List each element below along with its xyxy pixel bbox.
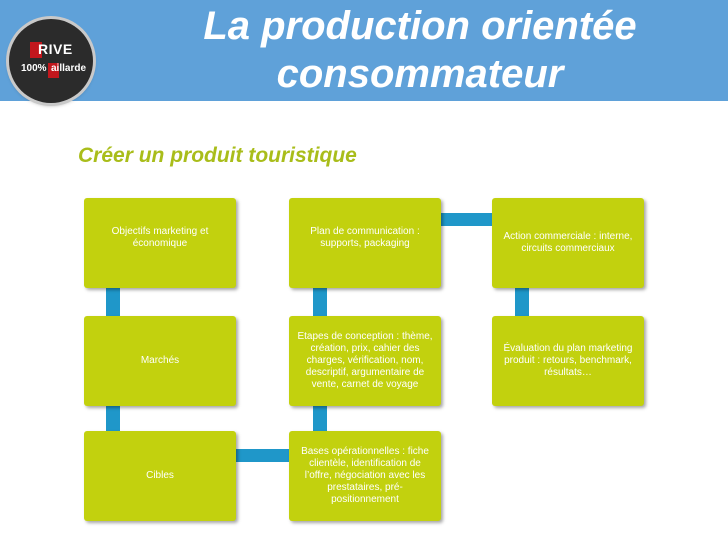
box-etapes-conception: Etapes de conception : thème, création, … (289, 316, 441, 406)
connector-plan-action (437, 213, 495, 226)
section-subtitle: Créer un produit touristique (78, 144, 357, 167)
connector-objectifs-marches (106, 286, 120, 319)
logo-g-mark (48, 63, 59, 78)
box-objectifs-marketing: Objectifs marketing et économique (84, 198, 236, 288)
page-title: La production orientée consommateur (203, 4, 637, 96)
connector-action-evaluation (515, 286, 529, 319)
connector-marches-cibles (106, 402, 120, 434)
box-bases-operationnelles: Bases opérationnelles : fiche clientèle,… (289, 431, 441, 521)
connector-etapes-plan (313, 286, 327, 319)
box-plan-communication: Plan de communication : supports, packag… (289, 198, 441, 288)
logo-text-sub2: aillarde (51, 63, 87, 74)
box-action-commerciale: Action commerciale : interne, circuits c… (492, 198, 644, 288)
connector-bases-etapes (313, 402, 327, 434)
logo-text-sub: 100% (21, 63, 47, 74)
header-banner (0, 0, 728, 101)
brive-logo: RIVE 100% aillarde (9, 19, 93, 103)
box-marches: Marchés (84, 316, 236, 406)
logo-text-main: RIVE (38, 41, 73, 57)
connector-cibles-bases (233, 449, 291, 462)
logo-b-mark (30, 42, 42, 58)
box-evaluation-plan: Évaluation du plan marketing produit : r… (492, 316, 644, 406)
box-cibles: Cibles (84, 431, 236, 521)
